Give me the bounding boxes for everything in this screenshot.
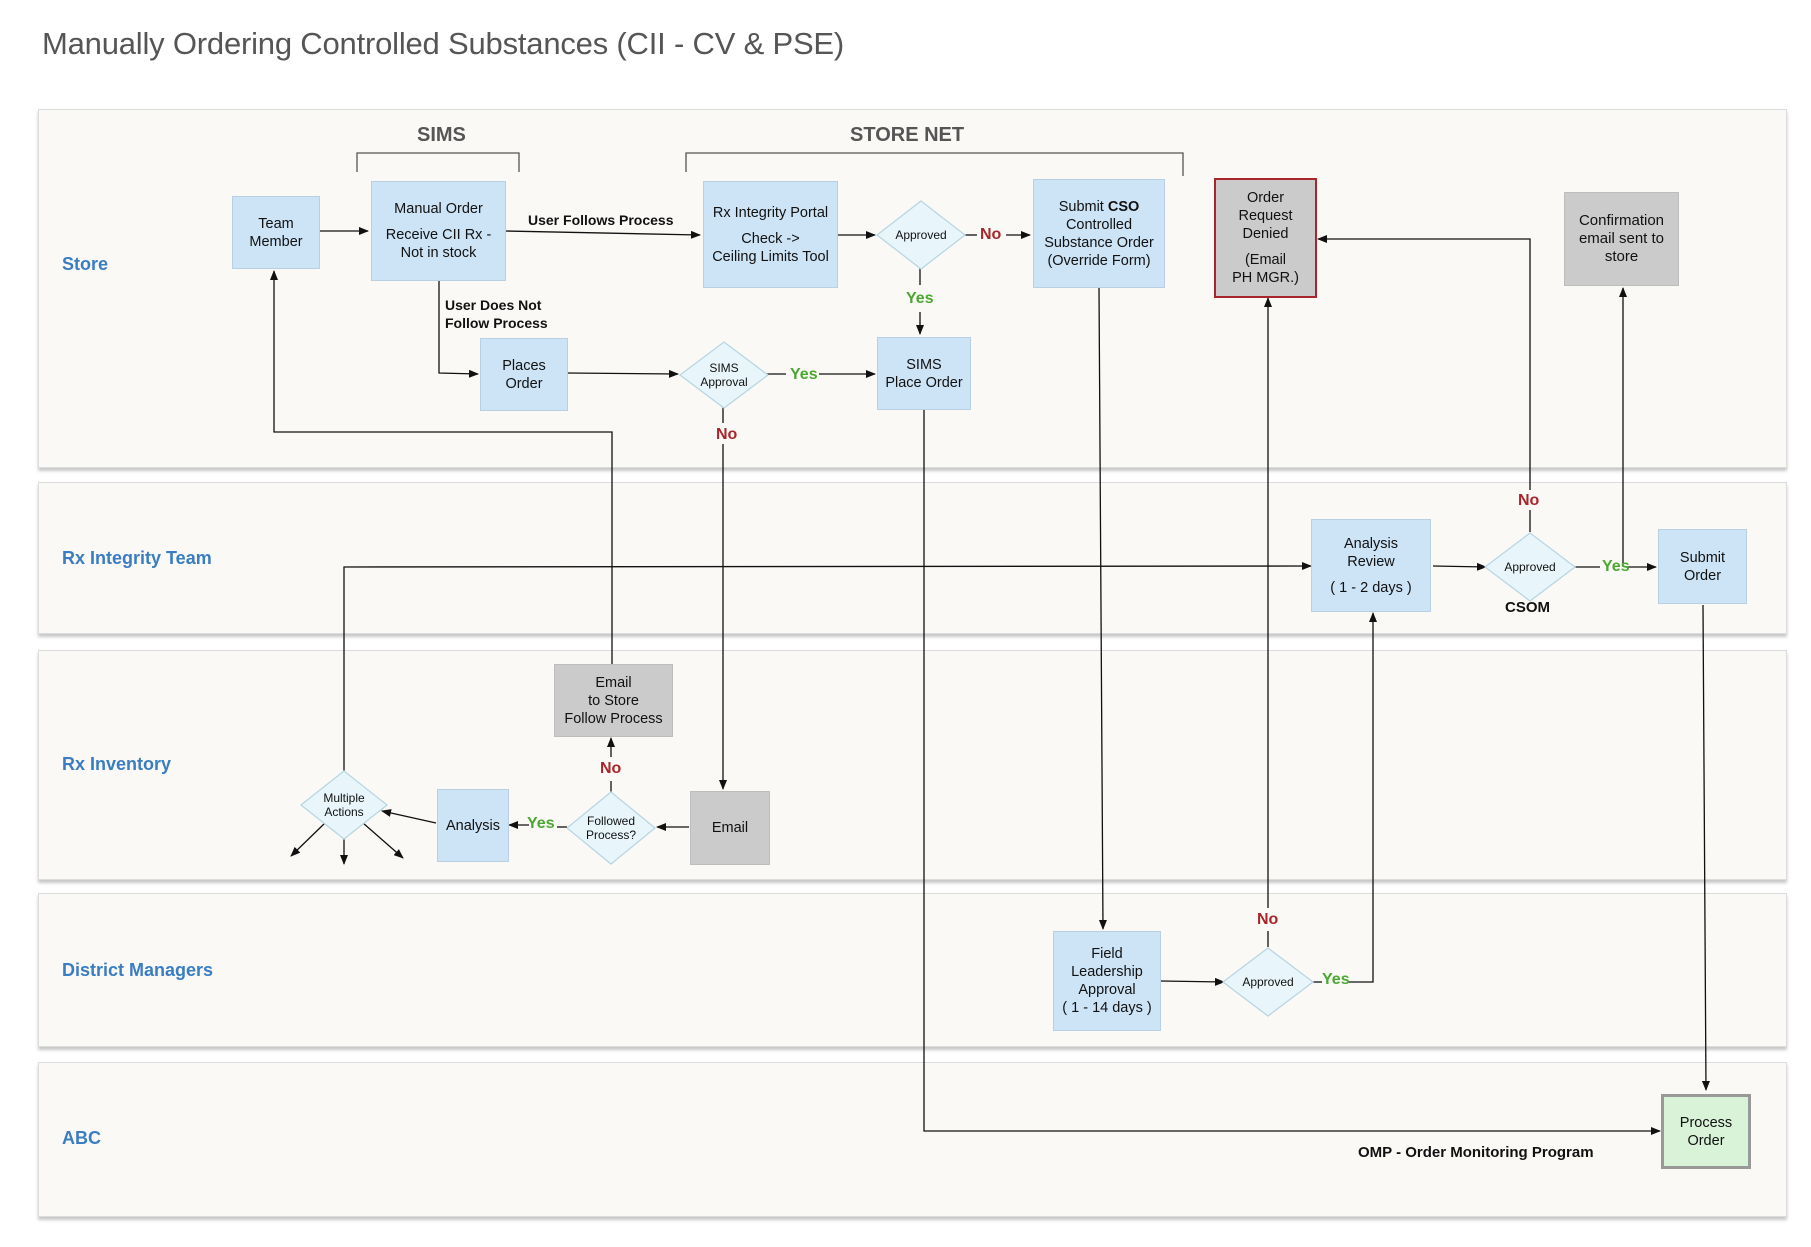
lane-abc — [38, 1062, 1787, 1217]
approved-store-label: Approved — [895, 228, 947, 242]
email-to-store-box[interactable]: Email to Store Follow Process — [554, 664, 673, 737]
confirmation-email-box[interactable]: Confirmation email sent to store — [1564, 192, 1679, 286]
user-follows-process-label: User Follows Process — [528, 212, 674, 228]
email-box[interactable]: Email — [690, 791, 770, 865]
approved-dm-diamond — [1221, 947, 1315, 1017]
store-net-bracket — [685, 152, 1184, 176]
lane-district-managers — [38, 893, 1787, 1047]
approved-store-diamond — [875, 200, 967, 270]
no-label-dm-approved: No — [1257, 911, 1279, 928]
sims-approval-diamond — [678, 341, 770, 409]
no-label-sims-approval: No — [716, 426, 738, 443]
yes-label-sims-approval: Yes — [790, 366, 818, 383]
lane-label-rx-inventory: Rx Inventory — [62, 754, 172, 774]
lane-label-abc: ABC — [62, 1128, 101, 1148]
approved-csom-diamond — [1483, 532, 1577, 602]
rx-integrity-portal-box[interactable]: Rx Integrity Portal Check -> Ceiling Lim… — [703, 181, 838, 288]
group-label-store-net: STORE NET — [850, 124, 965, 146]
csom-label: CSOM — [1505, 599, 1550, 616]
lane-rx-inventory — [38, 650, 1787, 880]
lane-label-rx-integrity-team: Rx Integrity Team — [62, 548, 212, 568]
lane-rx-integrity-team — [38, 482, 1787, 634]
lane-label-district-managers: District Managers — [62, 960, 214, 980]
analysis-box[interactable]: Analysis — [437, 789, 509, 862]
approved-csom-label: Approved — [1504, 560, 1556, 574]
no-label-followed-process: No — [600, 760, 622, 777]
yes-label-store-approved: Yes — [906, 290, 934, 307]
omp-label: OMP - Order Monitoring Program — [1358, 1144, 1594, 1161]
no-label-store-approved: No — [980, 226, 1002, 243]
analysis-review-box[interactable]: Analysis Review ( 1 - 2 days ) — [1311, 519, 1431, 612]
page-title: Manually Ordering Controlled Substances … — [42, 26, 845, 61]
submit-cso-box[interactable]: Submit CSO Controlled Substance Order (O… — [1033, 179, 1165, 288]
no-label-csom: No — [1518, 492, 1540, 509]
yes-label-csom: Yes — [1602, 558, 1630, 575]
sims-bracket — [356, 152, 520, 172]
yes-label-followed-process: Yes — [527, 815, 555, 832]
order-request-denied-box[interactable]: Order Request Denied (Email PH MGR.) — [1214, 178, 1317, 298]
approved-dm-label: Approved — [1242, 975, 1294, 989]
followed-process-diamond — [565, 791, 657, 865]
multiple-actions-diamond — [299, 770, 389, 840]
yes-label-dm-approved: Yes — [1322, 971, 1350, 988]
manual-order-box[interactable]: Manual Order Receive CII Rx - Not in sto… — [371, 181, 506, 281]
field-leadership-approval-box[interactable]: Field Leadership Approval ( 1 - 14 days … — [1053, 931, 1161, 1031]
group-label-sims: SIMS — [417, 124, 466, 146]
lane-label-store: Store — [62, 254, 109, 274]
